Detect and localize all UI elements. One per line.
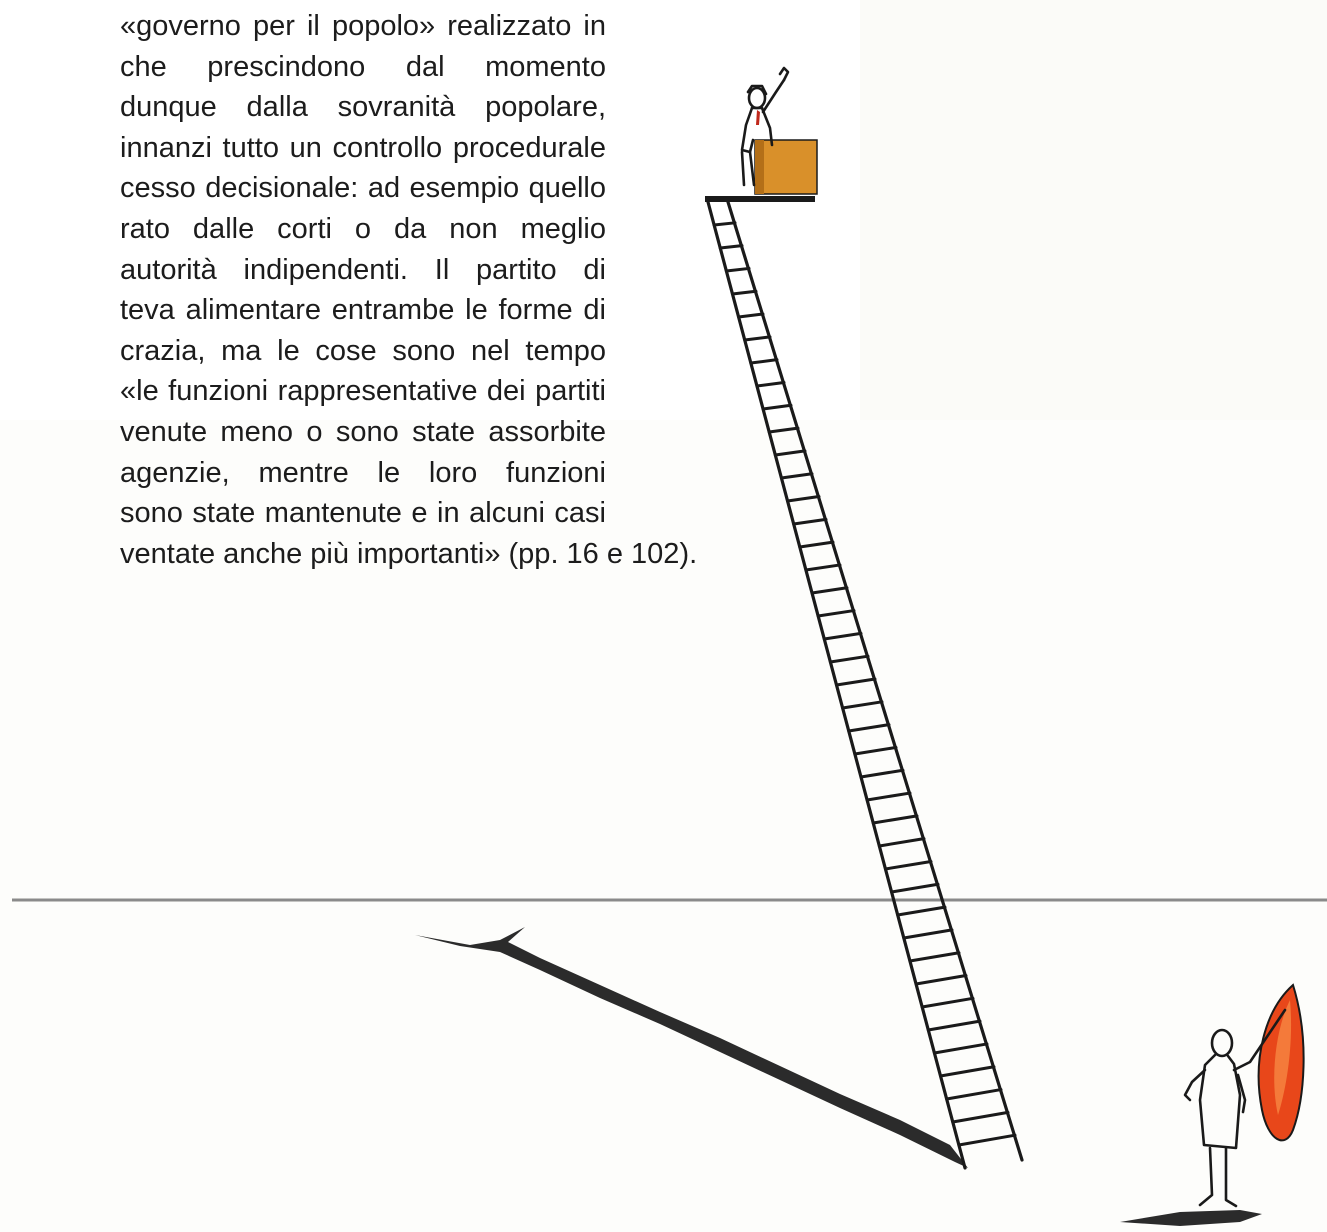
article-line: «le funzioni rappresentative dei partiti… — [120, 375, 606, 408]
person-shadow — [1120, 1210, 1262, 1226]
ladder-rung — [859, 768, 905, 779]
ladder-rung — [835, 677, 877, 687]
ladder-rung — [926, 1019, 982, 1032]
ladder-rung — [841, 700, 884, 710]
ladder-rung — [822, 631, 863, 641]
person-holding-flame — [1183, 1008, 1287, 1208]
article-line: sono state mantenute e in alcuni casi so… — [120, 497, 606, 530]
ladder-rung — [908, 951, 961, 963]
ladder-rung — [847, 723, 891, 733]
ladder-rung — [786, 495, 821, 503]
ladder-rung — [920, 996, 975, 1009]
red-flame — [1257, 983, 1305, 1142]
article-line: crazia, ma le cose sono nel tempo cambia… — [120, 334, 606, 367]
ladder-rung — [792, 517, 828, 526]
ladder-rail-right — [726, 200, 1024, 1162]
ladder-rung — [865, 791, 912, 802]
ladder-rung — [749, 358, 779, 365]
ladder-rung — [890, 882, 940, 894]
ladder-rung — [798, 540, 835, 549]
article-line: cesso decisionale: ad esempio quello ass… — [120, 172, 606, 205]
speaker-figure — [740, 66, 790, 187]
background-wash-lower — [0, 420, 1327, 1232]
ladder — [706, 200, 1024, 1170]
ladder-rung — [810, 586, 849, 595]
ladder-rung — [951, 1110, 1010, 1124]
ladder-rung — [737, 312, 765, 319]
ladder-rung — [743, 335, 772, 342]
ladder-rung — [761, 403, 793, 411]
ladder-rung — [871, 814, 919, 825]
ladder-platform — [705, 196, 815, 202]
ladder-rung — [755, 380, 786, 388]
article-line: ventate anche più importanti» (pp. 16 e … — [120, 537, 698, 570]
article-line: che prescindono dal momento elettorale e — [120, 50, 606, 83]
ladder-rung — [939, 1065, 996, 1078]
ladder-rung — [816, 609, 856, 618]
ladder-rung — [914, 974, 968, 986]
article-line: agenzie, mentre le loro funzioni procedu… — [120, 456, 606, 489]
ladder-rung — [853, 745, 898, 756]
ladder-rung — [779, 472, 814, 480]
article-text: «governo per il popolo» realizzato in fo… — [120, 6, 698, 574]
ladder-rung — [896, 905, 947, 917]
ladder-rung — [828, 654, 870, 664]
ladder-rung — [932, 1042, 989, 1055]
article-line: autorità indipendenti. Il partito di mas… — [120, 253, 606, 286]
article-line: dunque dalla sovranità popolare, concern… — [120, 91, 606, 124]
ladder-rung — [883, 859, 933, 871]
background-wash — [860, 0, 1327, 420]
ladder-rung — [902, 928, 954, 940]
article-line: venute meno o sono state assorbite da al… — [120, 415, 606, 448]
podium — [754, 139, 818, 195]
speaker-tie — [756, 110, 760, 125]
ladder-rung — [730, 289, 758, 296]
ladder-rung — [773, 449, 807, 457]
ladder-rung — [767, 426, 800, 434]
ladder-rung — [718, 244, 744, 250]
article-line: innanzi tutto un controllo procedurale s… — [120, 131, 606, 164]
ladder-rung — [712, 221, 737, 227]
article-line: rato dalle corti o da non meglio definit… — [120, 212, 606, 245]
ladder-rung — [945, 1088, 1003, 1101]
article-line: «governo per il popolo» realizzato in fo… — [120, 10, 606, 42]
ladder-rung — [877, 837, 926, 848]
ladder-rung — [724, 266, 751, 273]
ladder-rung — [957, 1133, 1017, 1147]
article-line: teva alimentare entrambe le forme di dem… — [120, 294, 606, 327]
ladder-rung — [804, 563, 842, 572]
